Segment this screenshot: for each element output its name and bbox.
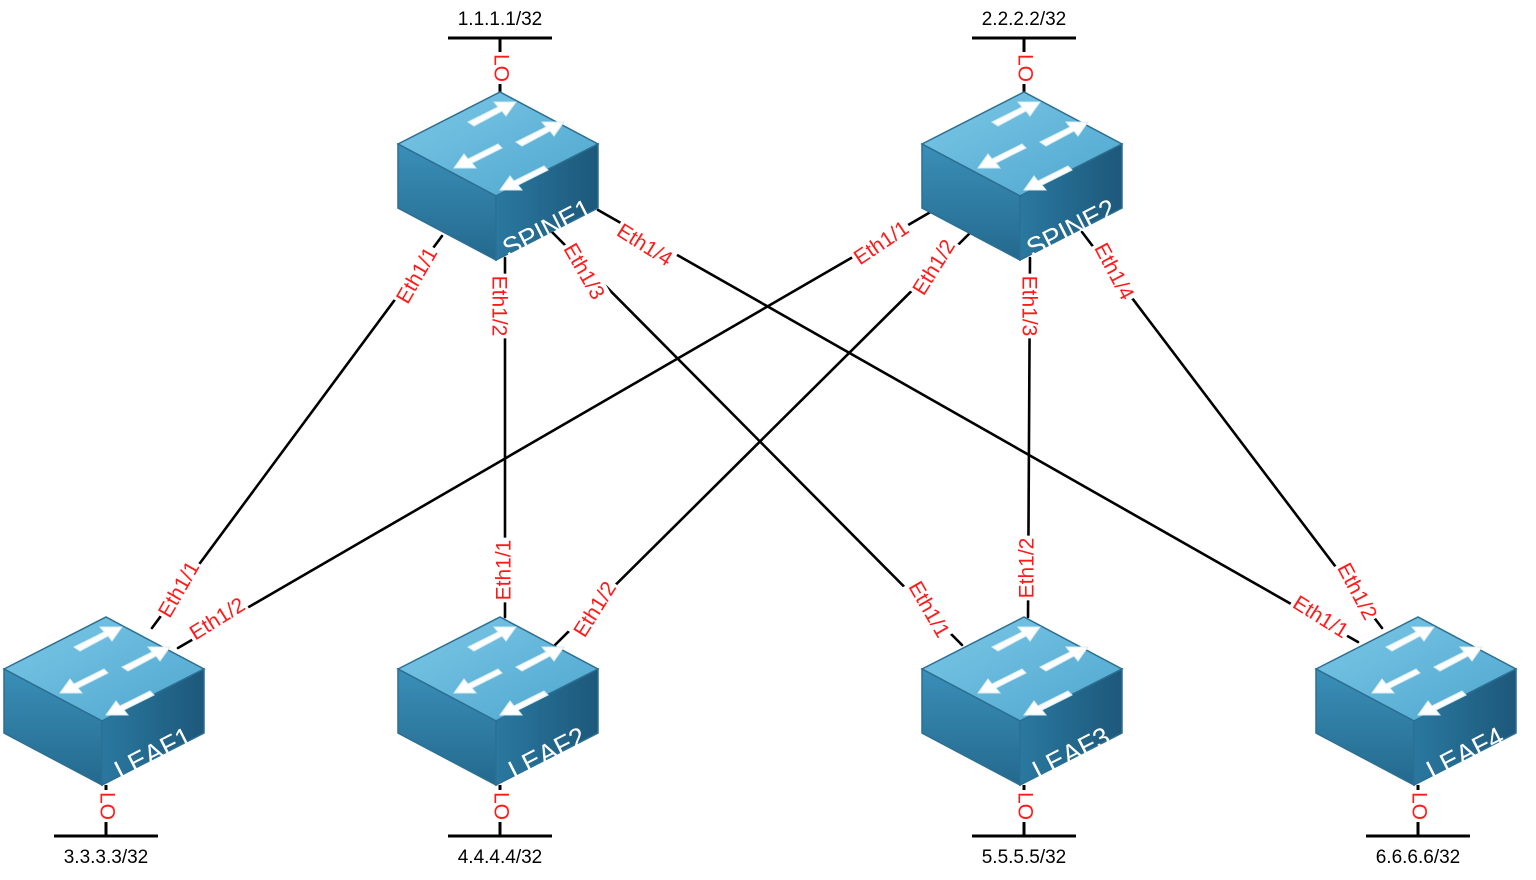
port-label-spine2-eth1-4-bg	[1087, 237, 1141, 307]
layer2-switch-icon	[921, 91, 1123, 261]
port-label-spine2-eth1-4: Eth1/4	[1089, 239, 1138, 304]
switch-leaf3[interactable]: LEAF3	[921, 616, 1123, 786]
port-label-spine2-eth1-3: Eth1/3	[1017, 276, 1040, 337]
port-label-spine1-eth1-1: Eth1/1	[392, 243, 442, 307]
loopback-port-spine1: LO	[489, 54, 512, 82]
link-spine1-leaf4	[596, 208, 1360, 644]
port-label-leaf1-eth1-1-bg	[152, 555, 207, 624]
port-label-leaf3-eth1-1: Eth1/1	[904, 577, 954, 641]
switch-leaf4[interactable]: LEAF4	[1315, 616, 1517, 786]
loopback-port-leaf1: LO	[95, 792, 118, 820]
switch-leaf2[interactable]: LEAF2	[397, 616, 599, 786]
layer2-switch-icon	[397, 616, 599, 786]
port-label-leaf4-eth1-2-bg	[1330, 557, 1384, 626]
port-label-group: Eth1/1Eth1/1Eth1/2Eth1/1Eth1/3Eth1/1Eth1…	[152, 214, 1384, 647]
port-label-leaf2-eth1-1-bg	[491, 537, 517, 603]
loopback-ip-leaf4: 6.6.6.6/32	[1376, 847, 1461, 868]
port-label-spine1-eth1-3-bg	[556, 237, 611, 306]
loopback-ip-spine1: 1.1.1.1/32	[458, 9, 543, 30]
loopback-port-bg-leaf2	[488, 789, 514, 823]
port-label-spine1-eth1-4-bg	[610, 217, 679, 274]
loopback-ip-leaf1: 3.3.3.3/32	[64, 847, 149, 868]
port-label-leaf2-eth1-1: Eth1/1	[493, 540, 516, 601]
layer2-switch-icon	[397, 91, 599, 261]
port-label-leaf2-eth1-2-bg	[567, 575, 623, 644]
link-group	[150, 208, 1384, 650]
port-label-leaf1-eth1-1: Eth1/1	[154, 557, 204, 621]
loopback-port-spine2: LO	[1013, 54, 1036, 82]
port-label-leaf1-eth1-2-bg	[183, 591, 252, 647]
port-label-spine1-eth1-3: Eth1/3	[559, 239, 609, 303]
loopback-ip-leaf2: 4.4.4.4/32	[458, 847, 543, 868]
loopback-port-bg-leaf3	[1012, 789, 1038, 823]
port-label-leaf3-eth1-2: Eth1/2	[1016, 538, 1039, 599]
loopback-port-leaf2: LO	[489, 792, 512, 820]
loopback-port-bg-spine1	[488, 51, 514, 85]
switch-spine2[interactable]: SPINE2	[921, 91, 1123, 263]
port-label-leaf3-eth1-1-bg	[901, 575, 956, 644]
loopback-port-leaf4: LO	[1407, 792, 1430, 820]
port-label-spine1-eth1-1-bg	[390, 241, 445, 310]
port-label-spine1-eth1-2-bg	[486, 273, 512, 339]
port-label-spine2-eth1-1-bg	[847, 214, 916, 272]
layer2-switch-icon	[921, 616, 1123, 786]
port-label-leaf4-eth1-1-bg	[1286, 589, 1355, 645]
loopback-ip-leaf3: 5.5.5.5/32	[982, 847, 1067, 868]
link-spine1-leaf3	[550, 230, 964, 647]
port-label-spine2-eth1-2-bg	[906, 233, 962, 302]
port-label-spine2-eth1-3-bg	[1016, 273, 1042, 339]
loopback-port-bg-spine2	[1012, 51, 1038, 85]
layer2-switch-icon	[1315, 616, 1517, 786]
link-spine2-leaf1	[176, 208, 936, 650]
switch-spine1[interactable]: SPINE1	[397, 91, 599, 263]
switch-leaf1[interactable]: LEAF1	[3, 616, 205, 786]
port-label-spine1-eth1-2: Eth1/2	[487, 276, 510, 337]
loopback-port-bg-leaf1	[94, 789, 120, 823]
link-spine2-leaf2	[553, 226, 977, 647]
loopback-ip-spine2: 2.2.2.2/32	[982, 9, 1067, 30]
layer2-switch-icon	[3, 616, 205, 786]
link-spine1-leaf1	[150, 234, 444, 630]
loopback-port-bg-leaf4	[1406, 789, 1432, 823]
port-label-leaf3-eth1-2-bg	[1014, 535, 1040, 601]
port-label-leaf4-eth1-2: Eth1/2	[1332, 559, 1381, 623]
loopback-port-leaf3: LO	[1013, 792, 1036, 820]
